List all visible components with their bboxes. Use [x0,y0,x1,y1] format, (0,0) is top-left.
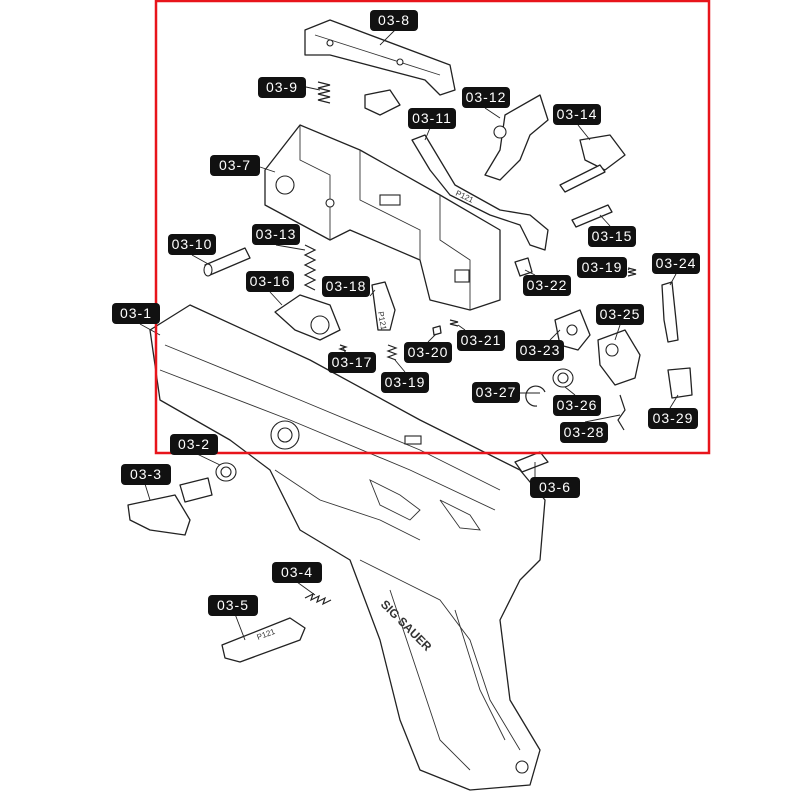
tag-03-6: 03-6 [530,477,580,498]
tag-03-2: 03-2 [170,434,218,455]
spring-03-19-b [627,267,637,277]
svg-text:03-28: 03-28 [564,424,605,440]
svg-text:03-4: 03-4 [281,564,313,580]
svg-text:03-19: 03-19 [385,374,426,390]
spring-03-28 [617,394,626,431]
svg-text:03-24: 03-24 [656,255,697,271]
tag-03-26: 03-26 [553,395,601,416]
trigger-bar [411,134,549,251]
svg-text:03-5: 03-5 [217,597,249,613]
svg-text:03-13: 03-13 [256,226,297,242]
svg-text:03-3: 03-3 [130,466,162,482]
svg-text:03-15: 03-15 [592,228,633,244]
tag-03-20: 03-20 [404,342,452,363]
svg-text:03-21: 03-21 [461,332,502,348]
svg-text:03-19: 03-19 [582,259,623,275]
svg-text:03-14: 03-14 [557,106,598,122]
spring-03-13 [303,244,317,291]
tag-03-29: 03-29 [648,408,698,429]
svg-text:03-6: 03-6 [539,479,571,495]
tag-03-18: 03-18 [322,276,370,297]
svg-text:03-1: 03-1 [120,305,152,321]
tag-03-24: 03-24 [652,253,700,274]
decocker [579,134,626,171]
tag-03-21: 03-21 [457,330,505,351]
svg-text:03-20: 03-20 [408,344,449,360]
svg-text:03-29: 03-29 [653,410,694,426]
svg-text:03-22: 03-22 [527,277,568,293]
frame-grip: SIG SAUER [149,304,546,791]
svg-text:03-23: 03-23 [520,342,561,358]
part-03-6 [514,451,549,473]
tag-03-1: 03-1 [112,303,160,324]
tag-03-5: 03-5 [208,595,258,616]
tag-03-23: 03-23 [516,340,564,361]
svg-text:03-27: 03-27 [476,384,517,400]
spring-03-21 [449,319,459,327]
magazine-catch [221,617,306,663]
spring-03-4 [304,592,332,606]
tag-03-9: 03-9 [258,77,306,98]
slide-rail-plate [304,19,456,96]
svg-text:03-16: 03-16 [250,273,291,289]
svg-text:03-18: 03-18 [326,278,367,294]
svg-text:03-8: 03-8 [378,12,410,28]
tag-03-22: 03-22 [523,275,571,296]
pin-03-15 [571,204,613,228]
tag-03-14: 03-14 [553,104,601,125]
tag-03-11: 03-11 [408,108,456,129]
tag-03-19-b: 03-19 [577,257,627,278]
spring-03-27 [525,385,546,407]
svg-text:03-26: 03-26 [557,397,598,413]
svg-text:P121: P121 [376,311,388,332]
tag-03-27: 03-27 [472,382,520,403]
tag-03-13: 03-13 [252,224,300,245]
highlight-box [154,0,711,455]
tag-03-4: 03-4 [272,562,322,583]
svg-text:03-17: 03-17 [332,354,373,370]
tag-03-17: 03-17 [328,352,376,373]
part-03-25 [597,329,641,386]
tag-03-12: 03-12 [462,87,510,108]
tag-03-28: 03-28 [560,422,608,443]
decocker-pin [559,164,606,193]
leader-lines [139,29,679,641]
lever-03-16 [274,294,341,341]
part-03-18 [371,281,396,331]
part-03-29 [667,367,693,399]
svg-text:03-10: 03-10 [172,236,213,252]
hammer [484,94,549,181]
svg-text:03-2: 03-2 [178,436,210,452]
tag-03-10: 03-10 [168,234,216,255]
svg-text:03-7: 03-7 [219,157,251,173]
svg-text:03-11: 03-11 [412,110,452,126]
part-03-22 [514,257,533,277]
pin-03-20 [432,325,442,336]
tag-03-15: 03-15 [588,226,636,247]
tag-03-25: 03-25 [596,304,644,325]
takedown-lever [127,494,191,536]
tag-03-3: 03-3 [121,464,171,485]
part-03-24 [661,281,679,343]
tag-03-8: 03-8 [370,10,418,31]
tag-03-19-a: 03-19 [381,372,429,393]
tag-03-16: 03-16 [246,271,294,292]
spring-03-9 [317,81,331,104]
spring-03-19-a [386,344,398,361]
svg-text:03-9: 03-9 [266,79,298,95]
slide-stop-03-9 [364,89,401,116]
svg-text:03-12: 03-12 [466,89,507,105]
svg-text:03-25: 03-25 [600,306,641,322]
tag-03-7: 03-7 [210,155,260,176]
